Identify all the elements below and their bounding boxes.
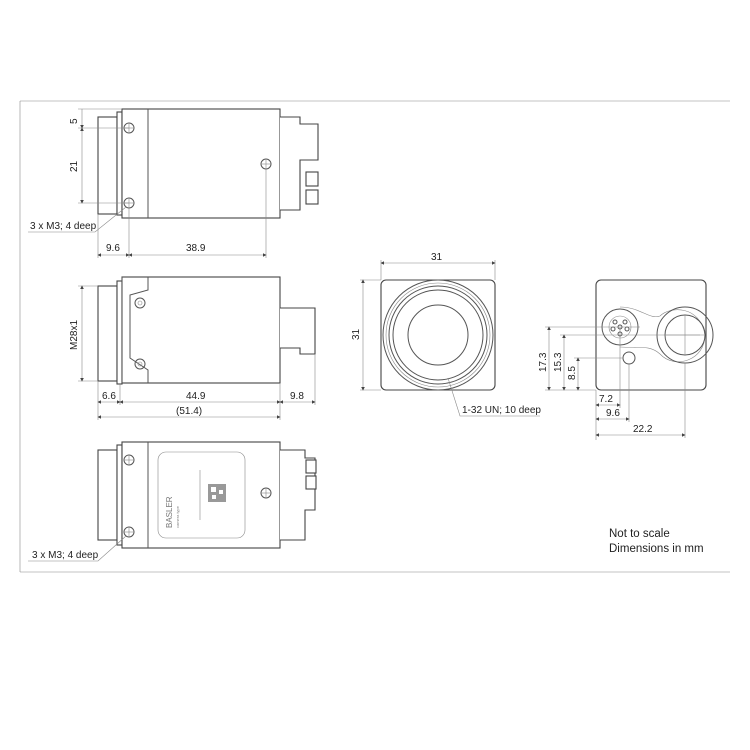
top-view: 5 21 9.6 38.9 3 x M3; 4 deep	[28, 108, 319, 258]
dim-hole-to-hole: 38.9	[186, 243, 206, 254]
dim-width: 31	[431, 252, 443, 263]
callout-mounting-holes: 3 x M3; 4 deep	[32, 550, 99, 561]
camera-body	[121, 276, 281, 384]
dim-17-3: 17.3	[538, 352, 549, 372]
mounting-hole	[123, 526, 135, 538]
dim-hole-spacing: 21	[69, 160, 80, 172]
rear-view: 17.3 15.3 8.5 7.2 9.6 22.2	[538, 279, 714, 440]
product-label	[157, 451, 246, 539]
dim-15-3: 15.3	[553, 352, 564, 372]
connector-block	[280, 307, 316, 355]
dim-8-5: 8.5	[567, 366, 578, 380]
sensor-opening	[407, 304, 469, 366]
dim-22-2: 22.2	[633, 424, 653, 435]
bottom-view: BASLER camera type 3 x M3; 4 deep	[28, 441, 317, 562]
camera-body	[121, 441, 281, 549]
dim-body: 44.9	[186, 391, 206, 402]
connector-block	[280, 116, 319, 211]
label-brand: BASLER	[165, 496, 174, 528]
label-camera-type: camera type	[175, 505, 180, 528]
front-view: 31 31 1-32 UN; 10 deep	[351, 252, 541, 417]
mounting-hole	[260, 487, 272, 499]
screw	[134, 297, 146, 309]
mounting-hole	[123, 454, 135, 466]
callout-mounting-holes: 3 x M3; 4 deep	[30, 221, 97, 232]
lens-mount-ring	[97, 285, 118, 382]
side-view: M28x1 6.6 44.9 9.8 (51.4)	[69, 276, 316, 420]
camera-body	[121, 108, 281, 219]
callout-thread: 1-32 UN; 10 deep	[462, 405, 541, 416]
note-units: Dimensions in mm	[609, 543, 704, 555]
dim-thread: M28x1	[69, 320, 80, 350]
note-scale: Not to scale	[609, 528, 670, 540]
mounting-hole	[260, 158, 272, 170]
lens-mount-ring	[97, 116, 118, 215]
dim-hole-offset: 5	[69, 118, 80, 124]
lens-mount-ring	[97, 449, 118, 541]
dim-total: (51.4)	[176, 406, 202, 417]
dim-9-6: 9.6	[606, 408, 620, 419]
qr-code	[208, 484, 226, 502]
dim-7-2: 7.2	[599, 394, 613, 405]
lens-mount	[392, 289, 484, 381]
dim-front-to-hole: 9.6	[106, 243, 120, 254]
dim-height: 31	[351, 328, 362, 340]
dim-connector: 9.8	[290, 391, 304, 402]
dim-front: 6.6	[102, 391, 116, 402]
screw	[134, 358, 146, 370]
drawing-frame	[19, 100, 730, 573]
